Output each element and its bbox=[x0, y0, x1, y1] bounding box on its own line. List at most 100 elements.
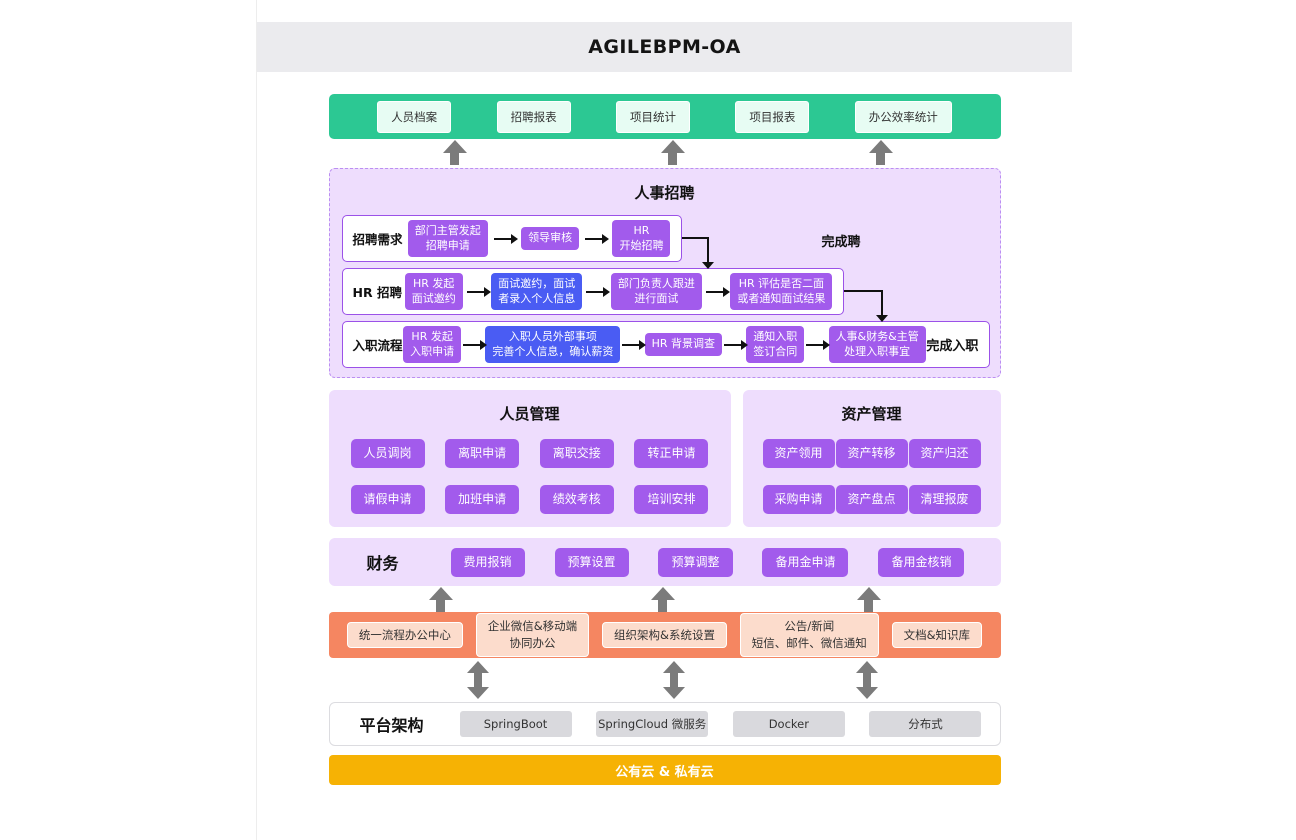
flow-arrow-icon bbox=[805, 339, 830, 350]
connector-arrowhead-icon bbox=[701, 262, 714, 269]
up-arrow-icon bbox=[442, 140, 467, 165]
flow-step: HR 评估是否二面 或者通知面试结果 bbox=[730, 272, 833, 311]
tech-chip-springcloud: SpringCloud 微服务 bbox=[596, 711, 709, 737]
flow-row-label: 招聘需求 bbox=[352, 232, 403, 247]
service-box: 组织架构&系统设置 bbox=[602, 621, 727, 649]
module-button: 采购申请 bbox=[762, 485, 835, 514]
module-button: 人员调岗 bbox=[350, 439, 425, 468]
tech-chip-distributed: 分布式 bbox=[869, 711, 982, 737]
flow-step: 入职人员外部事项 完善个人信息，确认薪资 bbox=[485, 325, 621, 364]
arrows-to-architecture bbox=[329, 658, 1001, 702]
platform-services-bar: 统一流程办公中心 企业微信&移动端 协同办公 组织架构&系统设置 公告/新闻 短… bbox=[328, 612, 1001, 658]
up-arrow-icon bbox=[428, 587, 453, 612]
module-button: 清理报废 bbox=[908, 485, 981, 514]
section-finance: 财务 费用报销 预算设置 预算调整 备用金申请 备用金核销 bbox=[328, 538, 1001, 586]
connector-elbow bbox=[681, 237, 709, 239]
flow-step: 面试邀约，面试 者录入个人信息 bbox=[491, 272, 583, 311]
management-panels: 人员管理 人员调岗 离职申请 离职交接 转正申请 请假申请 加班申请 绩效考核 … bbox=[328, 390, 1001, 527]
flow-step: 通知入职 签订合同 bbox=[746, 325, 805, 364]
flow-row-recruit-demand: 招聘需求 部门主管发起 招聘申请 领导审核 HR 开始招聘 bbox=[341, 215, 682, 262]
double-arrow-icon bbox=[662, 661, 685, 699]
module-button: 资产归还 bbox=[908, 439, 981, 468]
module-button: 备用金申请 bbox=[762, 547, 849, 577]
section-asset-management: 资产管理 资产领用 资产转移 资产归还 采购申请 资产盘点 清理报废 bbox=[742, 390, 1001, 527]
module-button: 转正申请 bbox=[634, 439, 709, 468]
flow-arrow-icon bbox=[723, 339, 748, 350]
up-arrow-icon bbox=[660, 140, 685, 165]
section-platform-architecture: 平台架构 SpringBoot SpringCloud 微服务 Docker 分… bbox=[328, 702, 1001, 746]
up-arrow-icon bbox=[650, 587, 675, 612]
architecture-items: SpringBoot SpringCloud 微服务 Docker 分布式 bbox=[459, 711, 982, 737]
flow-arrow-icon bbox=[493, 233, 518, 244]
service-box: 公告/新闻 短信、邮件、微信通知 bbox=[739, 613, 879, 657]
report-item-personnel-files: 人员档案 bbox=[377, 100, 452, 133]
flow-arrow-icon bbox=[705, 286, 730, 297]
section-title: 资产管理 bbox=[841, 405, 902, 423]
up-arrow-icon bbox=[856, 587, 881, 612]
tech-chip-springboot: SpringBoot bbox=[459, 711, 572, 737]
connector-elbow bbox=[706, 237, 709, 263]
cloud-bar: 公有云 & 私有云 bbox=[328, 755, 1001, 785]
module-button: 费用报销 bbox=[450, 547, 525, 577]
flow-step: 领导审核 bbox=[521, 227, 580, 250]
connector-arrowhead-icon bbox=[875, 315, 888, 322]
flow-step: HR 背景调查 bbox=[644, 333, 723, 356]
connector-elbow bbox=[880, 290, 883, 316]
section-title: 财务 bbox=[366, 554, 399, 573]
module-button: 预算设置 bbox=[554, 547, 629, 577]
flow-arrow-icon bbox=[466, 286, 491, 297]
module-button: 加班申请 bbox=[445, 485, 520, 514]
section-title: 人员管理 bbox=[499, 405, 560, 423]
report-item-project-stats: 项目统计 bbox=[615, 100, 690, 133]
module-button: 资产转移 bbox=[835, 439, 908, 468]
section-title: 人事招聘 bbox=[634, 184, 695, 202]
flow-arrow-icon bbox=[622, 339, 647, 350]
flow-step: HR 开始招聘 bbox=[612, 219, 671, 258]
flow-arrow-icon bbox=[462, 339, 487, 350]
module-button: 资产领用 bbox=[762, 439, 835, 468]
service-box: 文档&知识库 bbox=[891, 621, 983, 649]
flow-step: HR 发起 入职申请 bbox=[403, 325, 462, 364]
finance-items: 费用报销 预算设置 预算调整 备用金申请 备用金核销 bbox=[450, 547, 965, 577]
tech-chip-docker: Docker bbox=[732, 711, 845, 737]
flow-row-onboarding: 入职流程 HR 发起 入职申请 入职人员外部事项 完善个人信息，确认薪资 HR … bbox=[341, 321, 990, 368]
module-button: 预算调整 bbox=[658, 547, 733, 577]
flow-step: 部门负责人跟进 进行面试 bbox=[610, 272, 702, 311]
section-people-management: 人员管理 人员调岗 离职申请 离职交接 转正申请 请假申请 加班申请 绩效考核 … bbox=[328, 390, 731, 527]
module-button: 请假申请 bbox=[350, 485, 425, 514]
flow-step: HR 发起 面试邀约 bbox=[404, 272, 463, 311]
arrows-to-finance bbox=[329, 586, 1001, 612]
up-arrow-icon bbox=[868, 140, 893, 165]
service-box: 统一流程办公中心 bbox=[346, 621, 463, 649]
arrows-to-reports bbox=[329, 139, 1001, 167]
module-button: 备用金核销 bbox=[878, 547, 965, 577]
flow-arrow-icon bbox=[585, 233, 610, 244]
flow-arrow-icon bbox=[586, 286, 611, 297]
flow-row-hr-recruit: HR 招聘 HR 发起 面试邀约 面试邀约，面试 者录入个人信息 部门负责人跟进… bbox=[341, 268, 844, 315]
page-title: AGILEBPM-OA bbox=[588, 36, 741, 58]
report-item-project-report: 项目报表 bbox=[735, 100, 810, 133]
service-box: 企业微信&移动端 协同办公 bbox=[475, 613, 590, 657]
app-header: AGILEBPM-OA bbox=[257, 22, 1072, 72]
module-button: 培训安排 bbox=[634, 485, 709, 514]
module-button: 离职交接 bbox=[539, 439, 614, 468]
page-canvas: AGILEBPM-OA 人员档案 招聘报表 项目统计 项目报表 办公效率统计 人… bbox=[256, 0, 1072, 840]
double-arrow-icon bbox=[466, 661, 489, 699]
module-button: 资产盘点 bbox=[835, 485, 908, 514]
done-hiring-text: 完成聘 bbox=[821, 235, 861, 250]
flow-row-label: 入职流程 bbox=[352, 338, 403, 353]
double-arrow-icon bbox=[855, 661, 878, 699]
people-management-grid: 人员调岗 离职申请 离职交接 转正申请 请假申请 加班申请 绩效考核 培训安排 bbox=[350, 439, 709, 514]
section-hr-recruiting: 人事招聘 招聘需求 部门主管发起 招聘申请 领导审核 HR 开始招聘 完成聘 H… bbox=[328, 168, 1001, 378]
asset-management-grid: 资产领用 资产转移 资产归还 采购申请 资产盘点 清理报废 bbox=[762, 439, 981, 514]
done-onboarding-text: 完成入职 bbox=[926, 339, 979, 354]
module-button: 离职申请 bbox=[445, 439, 520, 468]
flow-step: 部门主管发起 招聘申请 bbox=[407, 219, 488, 258]
reports-bar: 人员档案 招聘报表 项目统计 项目报表 办公效率统计 bbox=[328, 94, 1001, 139]
report-item-office-efficiency: 办公效率统计 bbox=[854, 100, 952, 133]
flow-step: 人事&财务&主管 处理入职事宜 bbox=[828, 325, 926, 364]
report-item-recruit-report: 招聘报表 bbox=[496, 100, 571, 133]
connector-elbow bbox=[843, 290, 883, 292]
architecture-diagram: 人员档案 招聘报表 项目统计 项目报表 办公效率统计 人事招聘 招聘需求 部门主… bbox=[328, 94, 1001, 785]
section-title: 平台架构 bbox=[359, 716, 424, 735]
